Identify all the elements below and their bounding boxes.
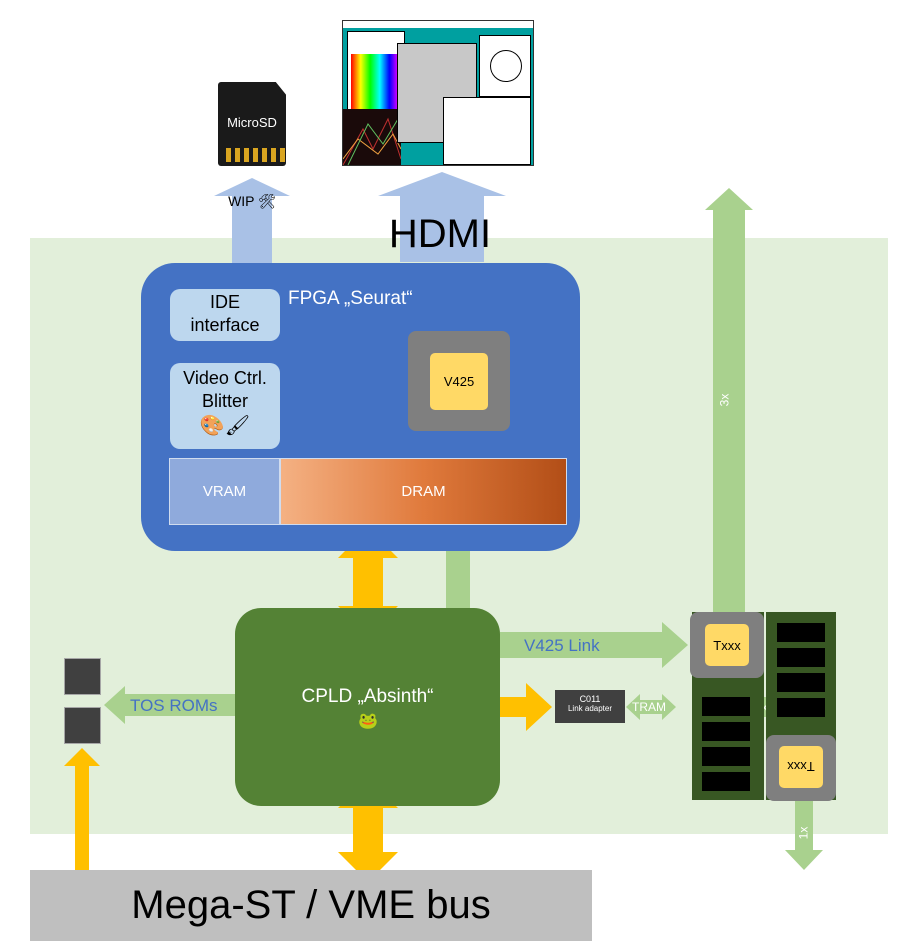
ide-label-2: interface <box>190 315 260 335</box>
hdmi-label: HDMI <box>388 212 492 256</box>
tos-rom-chip-1 <box>64 658 101 695</box>
ide-interface-box: IDE interface <box>170 289 280 341</box>
microsd-card: MicroSD <box>218 82 286 166</box>
tram-label: TRAM <box>632 700 666 714</box>
mega-st-vme-bus: Mega-ST / VME bus <box>30 870 592 941</box>
tram-2-slot-2 <box>777 648 825 667</box>
wip-label: WIP 🛠 <box>228 193 276 209</box>
ide-label-1: IDE <box>209 292 240 312</box>
transputer-bottom: Txxx <box>779 746 823 788</box>
video-label-2: Blitter <box>201 391 248 411</box>
tos-roms-arrow <box>104 686 235 724</box>
microsd-arrow <box>214 178 290 264</box>
one-x-vertical-arrow <box>785 800 823 870</box>
vram-block: VRAM <box>169 458 280 525</box>
roms-bus-arrow <box>64 748 100 888</box>
v425-link-arrow <box>500 622 688 668</box>
tram-2-slot-3 <box>777 673 825 692</box>
c011-label-1: C011 <box>579 694 601 704</box>
hdmi-arrow <box>378 172 506 262</box>
desktop-window <box>443 97 531 165</box>
tram-2-slot-1 <box>777 623 825 642</box>
three-x-label: 3x <box>717 393 732 407</box>
tram-arrow <box>626 694 676 720</box>
tram-1-slot-1 <box>702 697 750 716</box>
palette-brush-icon: 🎨🖌 <box>199 415 251 437</box>
microsd-label: MicroSD <box>227 115 277 130</box>
cpld-c011-arrow <box>500 683 552 731</box>
tram-2-slot-4 <box>777 698 825 717</box>
fractal-graphic <box>343 113 402 165</box>
one-x-vertical-label: 1x <box>796 826 811 840</box>
microsd-contacts <box>226 148 285 162</box>
v425-chip: V425 <box>430 353 488 410</box>
dram-block: DRAM <box>280 458 567 525</box>
tos-rom-chip-2 <box>64 707 101 744</box>
cpld-title: CPLD „Absinth“ <box>301 686 434 707</box>
tram-1-slot-2 <box>702 722 750 741</box>
tram-1-slot-3 <box>702 747 750 766</box>
monitor-screenshot <box>342 20 534 166</box>
transputer-top: Txxx <box>705 624 749 666</box>
three-x-arrow <box>705 188 753 612</box>
absinth-icon: 🐸 <box>358 713 378 730</box>
tram-1-slot-4 <box>702 772 750 791</box>
tos-roms-label: TOS ROMs <box>130 696 218 715</box>
c011-adapter: C011 Link adapter <box>555 690 625 723</box>
video-label-1: Video Ctrl. <box>183 368 267 388</box>
fractal-window <box>343 109 402 165</box>
clock-window <box>479 35 531 97</box>
c011-label-2: Link adapter <box>567 704 613 713</box>
cpld-block <box>235 608 500 806</box>
fpga-title: FPGA „Seurat“ <box>288 288 413 309</box>
menu-bar <box>343 21 533 28</box>
video-ctrl-box: Video Ctrl. Blitter 🎨🖌 <box>170 363 280 449</box>
v425-link-label: V425 Link <box>524 636 600 655</box>
